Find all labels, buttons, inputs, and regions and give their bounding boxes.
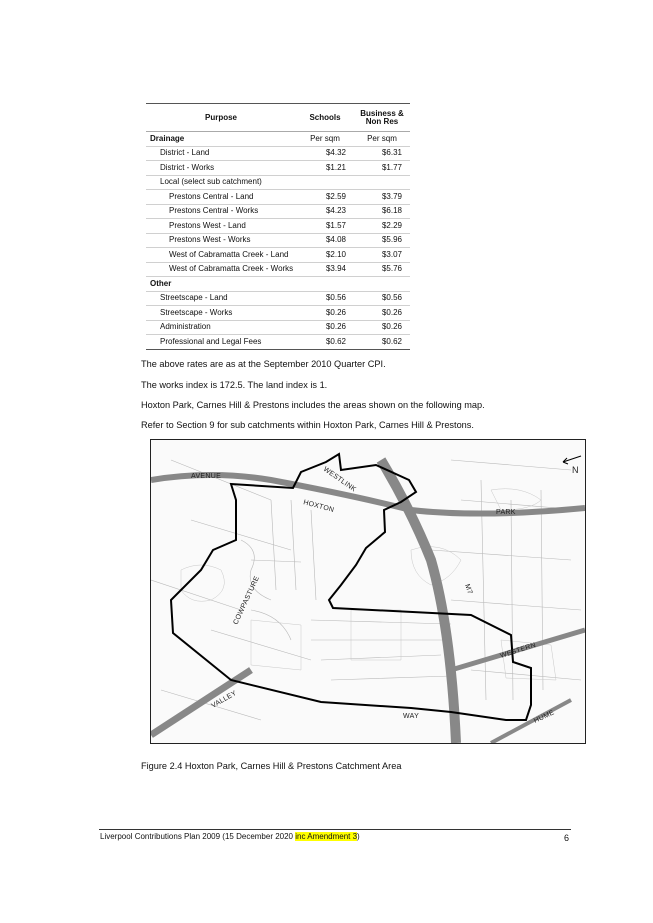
cell-purpose: Prestons West - Works: [169, 235, 251, 245]
cell-purpose: West of Cabramatta Creek - Land: [169, 249, 289, 259]
cell-schools: $4.23: [325, 206, 346, 216]
header-schools: Schools: [309, 112, 341, 122]
cell-purpose: Streetscape - Works: [160, 307, 233, 317]
cell-business-non-res: $0.26: [381, 322, 402, 332]
cell-schools: $3.94: [325, 264, 346, 274]
cell-schools: $2.59: [325, 191, 346, 201]
paragraph-section-ref: Refer to Section 9 for sub catchments wi…: [141, 420, 474, 430]
map-label-western: WESTERN: [499, 642, 536, 660]
cell-schools: $0.26: [325, 322, 346, 332]
cell-purpose: Local (select sub catchment): [160, 177, 262, 187]
cell-business-non-res: $1.77: [381, 162, 402, 172]
catchment-map-svg: AVENUE HOXTON WESTLINK PARK M7 COWPASTUR…: [151, 452, 585, 743]
footer-amendment-highlight: inc Amendment 3: [295, 832, 358, 841]
page-number: 6: [564, 833, 570, 843]
footer-divider: [99, 829, 571, 830]
table-header-row: Purpose Schools Business & Non Res: [146, 103, 410, 132]
table-row: Administration $0.26 $0.26: [146, 320, 410, 335]
cell-purpose: Professional and Legal Fees: [160, 336, 262, 346]
map-label-m7: M7: [463, 583, 473, 595]
cell-business-non-res: $5.76: [381, 264, 402, 274]
table-row: Streetscape - Land $0.56 $0.56: [146, 291, 410, 306]
contribution-rates-table: Purpose Schools Business & Non Res Drain…: [146, 103, 410, 350]
table-row: Professional and Legal Fees $0.62 $0.62: [146, 335, 410, 349]
footer-document-title: Liverpool Contributions Plan 2009 (15 De…: [100, 832, 360, 841]
header-purpose: Purpose: [204, 112, 237, 122]
catchment-boundary: [169, 452, 532, 721]
cell-schools: $0.62: [325, 336, 346, 346]
cell-business-non-res: $0.26: [381, 307, 402, 317]
cell-purpose: Prestons Central - Land: [169, 191, 254, 201]
cell-schools: [296, 277, 354, 292]
figure-caption: Figure 2.4 Hoxton Park, Carnes Hill & Pr…: [141, 761, 402, 771]
table-row: Prestons Central - Works $4.23 $6.18: [146, 204, 410, 219]
cell-business-non-res: $3.07: [381, 249, 402, 259]
cell-schools: Per sqm: [310, 133, 340, 143]
north-arrow-icon: N: [562, 455, 582, 475]
cell-schools: $4.32: [325, 148, 346, 158]
map-label-way: WAY: [403, 713, 419, 720]
cell-business-non-res: [354, 277, 410, 292]
cell-schools: $1.57: [325, 220, 346, 230]
table-row: Prestons Central - Land $2.59 $3.79: [146, 190, 410, 204]
cell-schools: $4.08: [325, 235, 346, 245]
cell-schools: $0.56: [325, 293, 346, 303]
cell-business-non-res: $6.31: [381, 148, 402, 158]
cell-purpose: Drainage: [150, 133, 185, 143]
svg-text:N: N: [572, 465, 579, 475]
cell-purpose: Prestons West - Land: [169, 220, 246, 230]
catchment-map: AVENUE HOXTON WESTLINK PARK M7 COWPASTUR…: [150, 439, 586, 744]
cell-purpose: Administration: [160, 322, 211, 332]
table-row: Other: [146, 277, 410, 292]
table-row: West of Cabramatta Creek - Works $3.94 $5.…: [146, 262, 410, 277]
cell-purpose: District - Land: [160, 148, 210, 158]
cell-business-non-res: $0.56: [381, 293, 402, 303]
table-row: Streetscape - Works $0.26 $0.26: [146, 306, 410, 320]
cell-schools: $0.26: [325, 307, 346, 317]
cell-business-non-res: $6.18: [381, 206, 402, 216]
header-business-non-res: Business & Non Res: [360, 108, 404, 126]
map-label-hume: HUME: [533, 709, 556, 725]
cell-business-non-res: Per sqm: [367, 133, 397, 143]
paragraph-index-note: The works index is 172.5. The land index…: [141, 380, 328, 390]
paragraph-map-intro: Hoxton Park, Carnes Hill & Prestons incl…: [141, 400, 485, 410]
cell-schools: [296, 175, 354, 190]
table-row: Prestons West - Land $1.57 $2.29: [146, 219, 410, 233]
cell-business-non-res: $0.62: [381, 336, 402, 346]
table-row: West of Cabramatta Creek - Land $2.10 $3.0…: [146, 248, 410, 262]
map-label-cowpasture: COWPASTURE: [232, 575, 261, 626]
cell-purpose: Prestons Central - Works: [169, 206, 259, 216]
cell-business-non-res: $3.79: [381, 191, 402, 201]
cell-purpose: Streetscape - Land: [160, 293, 228, 303]
cell-business-non-res: $5.96: [381, 235, 402, 245]
table-row: Drainage Per sqm Per sqm: [146, 132, 410, 146]
cell-business-non-res: $2.29: [381, 220, 402, 230]
cell-purpose: District - Works: [160, 162, 215, 172]
cell-schools: $2.10: [325, 249, 346, 259]
cell-purpose: West of Cabramatta Creek - Works: [169, 264, 294, 274]
paragraph-cpi-note: The above rates are as at the September …: [141, 359, 386, 369]
table-row: District - Works $1.21 $1.77: [146, 161, 410, 175]
table-row: Local (select sub catchment): [146, 175, 410, 190]
street-grid: [151, 459, 582, 721]
cell-purpose: Other: [150, 278, 172, 288]
table-row: Prestons West - Works $4.08 $5.96: [146, 233, 410, 248]
table-row: District - Land $4.32 $6.31: [146, 146, 410, 161]
map-label-avenue: AVENUE: [191, 473, 221, 480]
map-label-park: PARK: [496, 509, 516, 516]
cell-schools: $1.21: [325, 162, 346, 172]
map-label-hoxton: HOXTON: [302, 499, 334, 514]
cell-business-non-res: [354, 175, 410, 190]
